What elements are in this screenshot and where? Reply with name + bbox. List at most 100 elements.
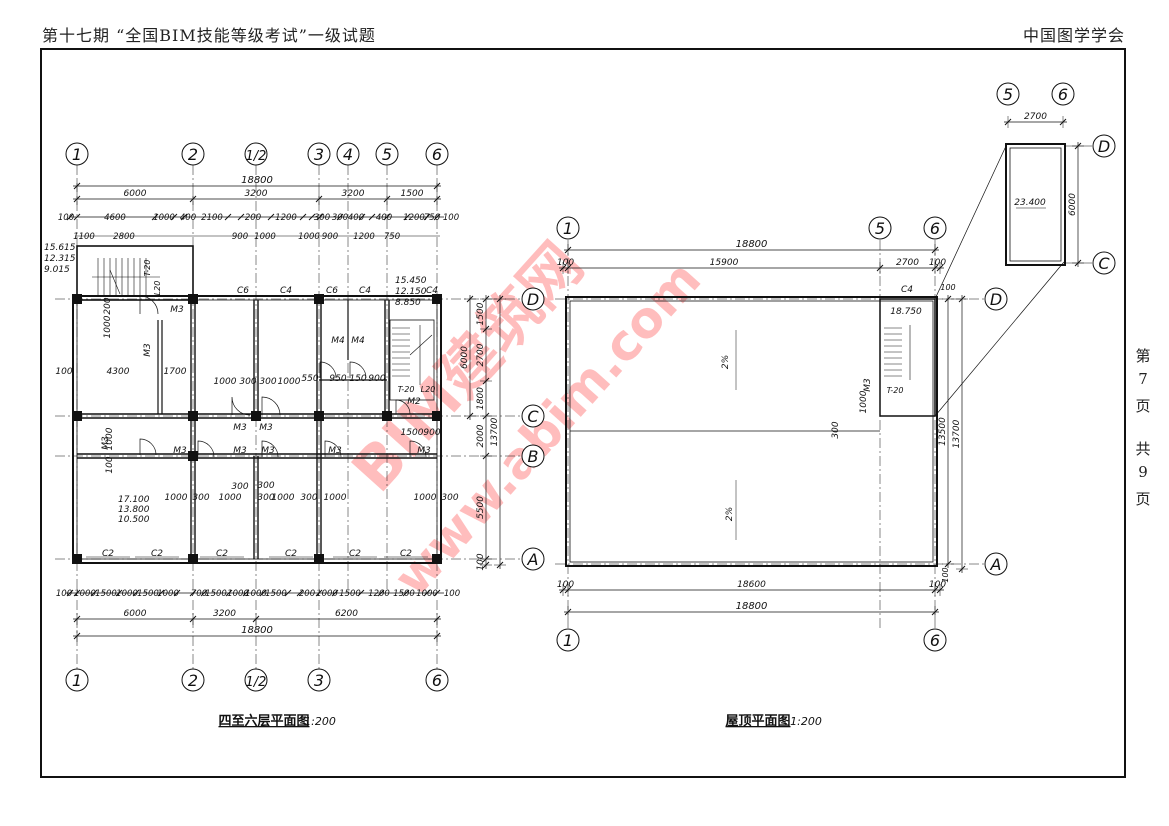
roof-axis-bottom-6-circle: [923, 628, 947, 652]
door-M3: [139, 438, 157, 456]
dim-inner: 300: [239, 377, 256, 387]
dim-tick: [180, 213, 188, 221]
total-label-suffix: 页: [1135, 490, 1151, 508]
roof-elevation: 18.750: [890, 307, 922, 317]
dim-detail2-text: 1000: [254, 232, 276, 242]
axis-row-D-label: D: [527, 290, 539, 309]
dim-inner: 1000: [165, 493, 188, 503]
dim-tick: [157, 589, 165, 597]
roof-dim-top-text: 100: [557, 258, 574, 268]
dim-tick: [173, 589, 181, 597]
door-label: M3: [261, 446, 275, 456]
dim-detail-bottom-text: 1500: [95, 589, 117, 599]
dim-detail-bottom-text: 1000: [116, 589, 138, 599]
elevation-stair-left: 9.015: [44, 265, 70, 275]
stair-arrow: [109, 269, 121, 295]
dim-inner: 1000: [324, 493, 347, 503]
detail-axis-6-label: 6: [1058, 85, 1068, 104]
axis-top-1-label: 1: [72, 145, 82, 164]
axis-bottom-1-label: 1: [72, 671, 82, 690]
dim-detail-top-text: 100: [58, 213, 74, 223]
dim-inner: 1000: [214, 377, 237, 387]
window-label: C4: [426, 286, 438, 296]
dim-inner: 300: [231, 482, 248, 492]
door-M4: [349, 361, 367, 379]
column: [72, 411, 82, 421]
dim-detail2-text: 2800: [113, 232, 135, 242]
dim-inner: 550: [301, 374, 318, 384]
dim-detail-bottom-text: 1200: [368, 589, 390, 599]
dim-right-detail-text: 1500: [476, 302, 486, 325]
dim-spans-top-text: 1500: [401, 189, 424, 199]
dim-detail-bottom-text: 100: [56, 589, 72, 599]
dim-tick: [132, 589, 140, 597]
roof-dim-bottom-text: 100: [929, 580, 946, 590]
axis-top-3-label: 3: [314, 145, 324, 164]
dim-detail-top-text: 200: [245, 213, 261, 223]
dim-inner: 200: [103, 297, 113, 314]
detail-axis-5-label: 5: [1003, 85, 1013, 104]
dim-detail-bottom-text: 1500: [339, 589, 361, 599]
dim-tick: [316, 213, 324, 221]
dim-tick: [433, 213, 441, 221]
door-M3: [324, 440, 342, 458]
roof-title: 屋顶平面图: [725, 714, 790, 729]
page-label-suffix: 页: [1135, 397, 1151, 415]
roof-axis-row-A-circle: [984, 552, 1008, 576]
window-label: C4: [280, 286, 292, 296]
dim-detail-bottom-text: 1000: [416, 589, 438, 599]
door-label: M4: [331, 336, 345, 346]
detail-axis-5-circle: [996, 82, 1020, 106]
axis-row-C-label: C: [527, 407, 539, 426]
roof-dim: 100: [941, 567, 950, 582]
detail-roof: [1005, 143, 1066, 266]
door-label: M3: [233, 446, 247, 456]
elevation-room: 17.100: [118, 495, 150, 505]
door-M3: [231, 396, 251, 416]
dim-tick: [73, 589, 81, 597]
roof-axis-top-6-label: 6: [930, 219, 940, 238]
dim-right-detail-text: 1800: [476, 387, 486, 410]
dim-detail-bottom-text: 700: [191, 589, 207, 599]
dim-tick: [90, 589, 98, 597]
roof-window: C4: [901, 285, 913, 295]
detail-dim-width-text: 2700: [1024, 112, 1047, 122]
drawing-frame: [40, 48, 1126, 778]
detail-roof-inner: [1009, 147, 1062, 262]
dim-right-detail-text: 100: [476, 553, 486, 570]
detail-axis-C-label: C: [1098, 254, 1110, 273]
dim-detail-top-text: 400: [180, 213, 196, 223]
dim-inner: 1000: [414, 493, 437, 503]
axis-top-5-label: 5: [382, 145, 392, 164]
axis-bottom-6-label: 6: [432, 671, 442, 690]
window-label: C6: [237, 286, 249, 296]
roof-dim-overall-top-text: 18800: [736, 239, 768, 250]
dim-detail-top-text: 300: [332, 213, 348, 223]
detail-elevation: 23.400: [1014, 198, 1046, 208]
dim-right-overall-text: 13700: [490, 417, 500, 446]
header-title: 第十七期 “全国BIM技能等级考试”一级试题: [42, 26, 376, 45]
dim-spans-bottom-text: 6200: [335, 609, 358, 619]
dim-tick: [259, 589, 267, 597]
dim-tick: [299, 213, 307, 221]
dim-tick: [242, 589, 250, 597]
stair-label: T-20: [887, 386, 904, 395]
dim-detail-top-text: 2100: [201, 213, 223, 223]
column: [188, 451, 198, 461]
axis-top-1/2-label: 1/2: [246, 149, 267, 164]
axis-top-2-label: 2: [188, 145, 198, 164]
elevation-stair-right: 8.850: [395, 298, 421, 308]
column: [432, 411, 442, 421]
axis-top-4-label: 4: [343, 145, 353, 164]
total-pages: 9: [1138, 463, 1148, 481]
header-organization: 中国图学学会: [1022, 26, 1125, 45]
elevation-stair-right: 12.150: [395, 287, 427, 297]
dim-tick: [237, 213, 245, 221]
roof-axis-bottom-1-label: 1: [563, 631, 573, 650]
axis-bottom-1/2-label: 1/2: [246, 675, 267, 690]
roof-parapet-inner: [569, 300, 934, 563]
dim-detail2-text: 1200: [353, 232, 375, 242]
elevation-room: 10.500: [118, 515, 150, 525]
roof-dim: 100: [940, 283, 955, 292]
